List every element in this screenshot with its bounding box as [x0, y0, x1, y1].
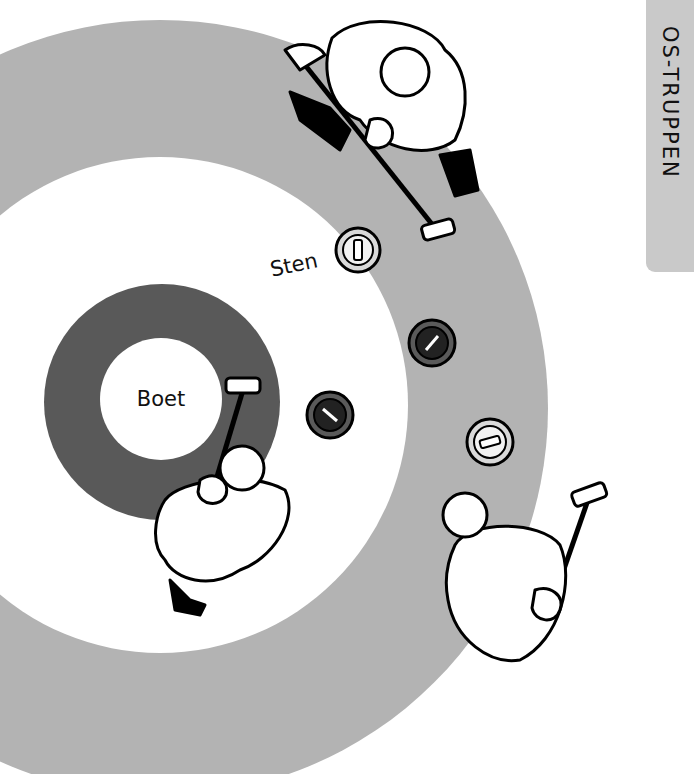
node-label: Boet — [137, 387, 185, 411]
house-button: Boet — [100, 338, 222, 460]
section-tab: OS-TRUPPEN — [646, 0, 694, 272]
sweeper-right — [443, 482, 608, 661]
curling-stones — [307, 228, 513, 465]
sweeper-top — [285, 21, 478, 240]
stone-callout: Sten — [252, 248, 336, 282]
section-label: OS-TRUPPEN — [658, 26, 682, 179]
outer-ring — [0, 20, 548, 774]
inner-ring — [44, 284, 280, 520]
middle-ring — [0, 157, 408, 653]
node-label: Sten — [268, 248, 320, 281]
